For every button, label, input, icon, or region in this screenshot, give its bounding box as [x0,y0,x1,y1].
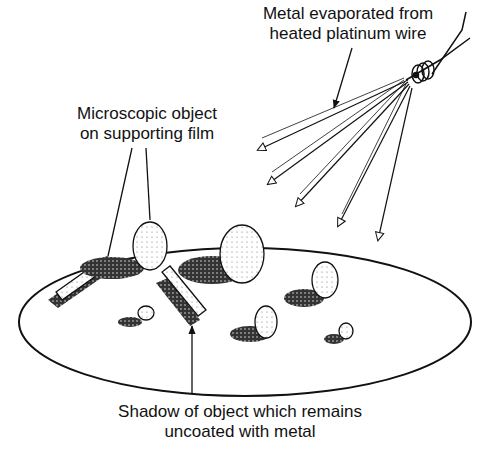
leader-lines [108,48,352,394]
metal-rays [258,78,412,240]
object-label: Microscopic object on supporting film [66,104,228,144]
shadow-label: Shadow of object which remains uncoated … [118,402,362,442]
objects-and-shadows [48,222,353,344]
source-label: Metal evaporated from heated platinum wi… [250,4,446,44]
